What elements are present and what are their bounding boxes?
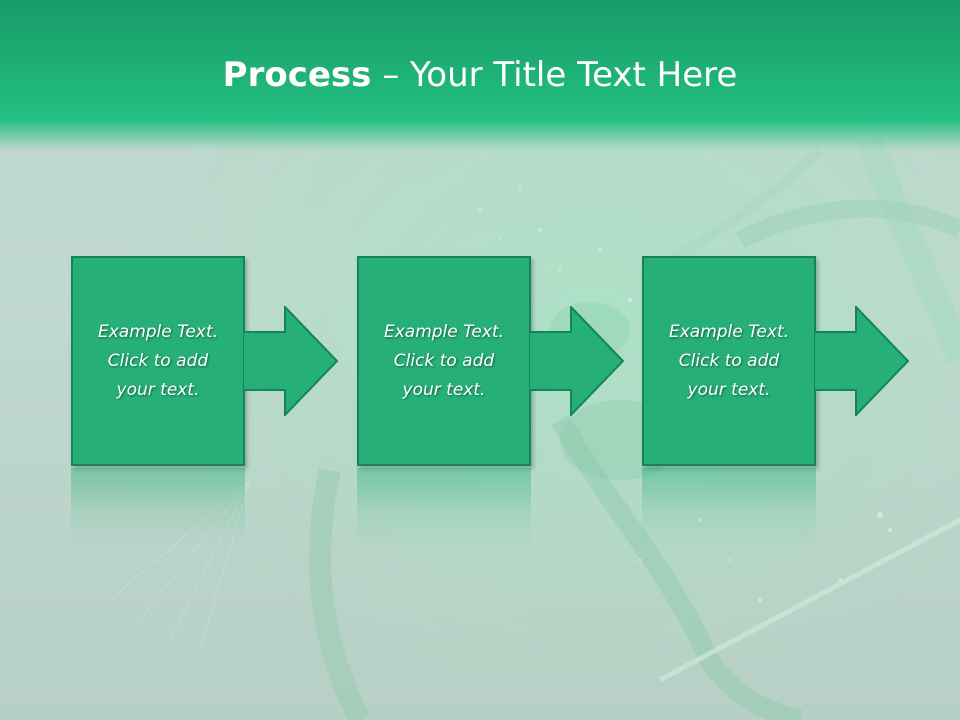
step-text[interactable]: Example Text. Click to add your text.: [383, 321, 505, 400]
process-step-2[interactable]: Example Text. Click to add your text.: [357, 256, 531, 466]
process-step-1[interactable]: Example Text. Click to add your text.: [71, 256, 245, 466]
title-rest-part: Your Title Text Here: [410, 55, 738, 95]
title-bold-part: Process: [222, 55, 372, 95]
step-reflection: [71, 468, 245, 548]
step-reflection: [357, 468, 531, 548]
step-box[interactable]: Example Text. Click to add your text.: [71, 256, 245, 466]
right-arrow-icon: [529, 306, 625, 416]
slide-title[interactable]: Process – Your Title Text Here: [0, 54, 960, 96]
right-arrow-icon: [814, 306, 910, 416]
process-step-3[interactable]: Example Text. Click to add your text.: [642, 256, 816, 466]
step-box[interactable]: Example Text. Click to add your text.: [357, 256, 531, 466]
step-text[interactable]: Example Text. Click to add your text.: [668, 321, 790, 400]
right-arrow-icon: [243, 306, 339, 416]
title-separator: –: [371, 55, 411, 95]
title-bar: [0, 0, 960, 150]
step-text[interactable]: Example Text. Click to add your text.: [97, 321, 219, 400]
step-reflection: [642, 468, 816, 548]
step-box[interactable]: Example Text. Click to add your text.: [642, 256, 816, 466]
